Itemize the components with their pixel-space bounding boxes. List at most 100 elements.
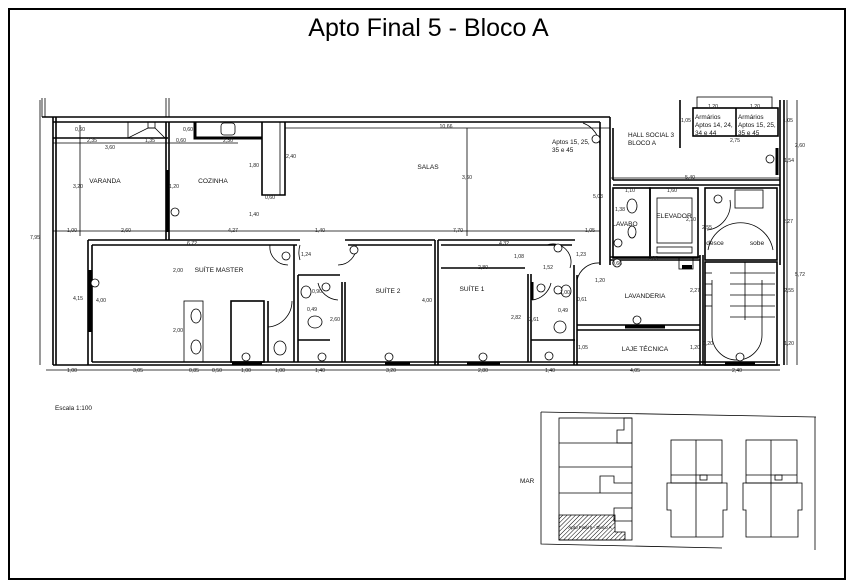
- room-salas: SALAS: [417, 164, 439, 171]
- svg-text:2,75: 2,75: [730, 138, 740, 144]
- svg-text:1,05: 1,05: [578, 345, 588, 351]
- svg-text:1,08: 1,08: [514, 254, 524, 260]
- building-1: [666, 439, 728, 538]
- highlighted-unit: [558, 514, 626, 541]
- svg-text:1,00: 1,00: [560, 290, 570, 296]
- armarios-2-title: Armários: [738, 114, 764, 121]
- room-suite-master: SUÍTE MASTER: [195, 265, 244, 274]
- svg-text:4,32: 4,32: [499, 241, 509, 247]
- svg-text:5,72: 5,72: [795, 272, 805, 278]
- svg-text:1,05: 1,05: [585, 228, 595, 234]
- svg-text:1,05: 1,05: [681, 118, 691, 124]
- svg-text:0,60: 0,60: [183, 127, 193, 133]
- room-laje-tecnica: LAJE TÉCNICA: [622, 344, 669, 353]
- sea-label: MAR: [520, 478, 535, 485]
- hall-label: HALL SOCIAL 3: [628, 132, 675, 139]
- svg-text:2,80: 2,80: [478, 368, 488, 374]
- svg-text:3,20: 3,20: [73, 184, 83, 190]
- svg-text:1,20: 1,20: [595, 278, 605, 284]
- svg-text:0,49: 0,49: [307, 307, 317, 313]
- stairs-down-label: desce: [706, 240, 724, 247]
- svg-text:1,10: 1,10: [625, 188, 635, 194]
- svg-text:1,00: 1,00: [67, 228, 77, 234]
- walls: [41, 96, 785, 366]
- room-lavabo: LAVABO: [612, 221, 637, 228]
- svg-text:2,85: 2,85: [648, 256, 658, 262]
- svg-text:2,60: 2,60: [330, 317, 340, 323]
- hall-label-block: BLOCO A: [628, 140, 657, 147]
- stairs-up-label: sobe: [750, 240, 765, 247]
- svg-text:2,00: 2,00: [173, 328, 183, 334]
- room-varanda: VARANDA: [89, 178, 121, 185]
- svg-text:1,20: 1,20: [784, 341, 794, 347]
- svg-text:1,40: 1,40: [545, 368, 555, 374]
- svg-text:1,20: 1,20: [750, 104, 760, 110]
- opening-tags: [90, 134, 775, 362]
- drawing-frame: [8, 8, 846, 580]
- scale-label: Escala 1:100: [55, 405, 92, 412]
- svg-text:2,00: 2,00: [173, 268, 183, 274]
- svg-text:1,52: 1,52: [543, 265, 553, 271]
- highlight-label: Apto Final 5 - Bloco A: [568, 525, 611, 530]
- svg-text:2,60: 2,60: [795, 143, 805, 149]
- svg-text:5,03: 5,03: [593, 194, 603, 200]
- svg-text:0,90: 0,90: [312, 289, 322, 295]
- svg-text:4,05: 4,05: [630, 368, 640, 374]
- svg-text:2,60: 2,60: [121, 228, 131, 234]
- svg-text:0,60: 0,60: [176, 138, 186, 144]
- armarios-1-title: Armários: [695, 114, 721, 121]
- svg-text:6,72: 6,72: [187, 241, 197, 247]
- svg-text:3,60: 3,60: [462, 175, 472, 181]
- svg-text:4,15: 4,15: [73, 296, 83, 302]
- room-cozinha: COZINHA: [198, 178, 228, 185]
- svg-text:2,40: 2,40: [732, 368, 742, 374]
- svg-text:1,40: 1,40: [249, 212, 259, 218]
- armarios-1-line2: 34 e 44: [695, 130, 717, 137]
- building-2: [742, 439, 803, 538]
- svg-text:2,55: 2,55: [702, 225, 712, 231]
- svg-text:2,35: 2,35: [87, 138, 97, 144]
- aptos-door-note-2: 35 e 45: [552, 147, 574, 154]
- svg-text:2,40: 2,40: [286, 154, 296, 160]
- svg-text:1,80: 1,80: [249, 163, 259, 169]
- room-suite-2: SUÍTE 2: [376, 286, 401, 295]
- armarios-2-line1: Aptos 15, 25,: [738, 122, 776, 129]
- svg-text:1,20: 1,20: [690, 345, 700, 351]
- svg-text:1,40: 1,40: [315, 368, 325, 374]
- svg-text:1,35: 1,35: [145, 138, 155, 144]
- svg-text:1,60: 1,60: [667, 188, 677, 194]
- svg-text:0,50: 0,50: [212, 368, 222, 374]
- svg-text:7,95: 7,95: [30, 235, 40, 241]
- svg-text:0,49: 0,49: [558, 308, 568, 314]
- svg-text:2,80: 2,80: [478, 265, 488, 271]
- svg-text:1,23: 1,23: [576, 252, 586, 258]
- key-plan: Apto Final 5 - Bloco A MAR: [520, 411, 817, 550]
- svg-text:1,05: 1,05: [783, 118, 793, 124]
- room-labels: VARANDA COZINHA SALAS SUÍTE MASTER SUÍTE…: [89, 114, 776, 353]
- drawing-title: Apto Final 5 - Bloco A: [308, 14, 549, 42]
- room-elevador: ELEVADOR: [656, 213, 692, 220]
- svg-text:1,38: 1,38: [615, 207, 625, 213]
- armarios-1-line1: Aptos 14, 24,: [695, 122, 733, 129]
- svg-text:0,85: 0,85: [189, 368, 199, 374]
- svg-text:2,82: 2,82: [511, 315, 521, 321]
- svg-text:3,60: 3,60: [105, 145, 115, 151]
- svg-text:2,27: 2,27: [690, 288, 700, 294]
- svg-text:2,30: 2,30: [223, 138, 233, 144]
- svg-text:1,00: 1,00: [275, 368, 285, 374]
- svg-text:1,20: 1,20: [708, 104, 718, 110]
- armarios-2-line2: 35 e 45: [738, 130, 760, 137]
- svg-text:2,55: 2,55: [784, 288, 794, 294]
- dimension-lines: [39, 100, 798, 371]
- svg-text:4,00: 4,00: [422, 298, 432, 304]
- svg-text:4,00: 4,00: [96, 298, 106, 304]
- aptos-door-note: Aptos 15, 25,: [552, 139, 590, 146]
- svg-text:1,40: 1,40: [315, 228, 325, 234]
- svg-text:1,24: 1,24: [301, 252, 311, 258]
- svg-text:3,05: 3,05: [133, 368, 143, 374]
- room-suite-1: SUÍTE 1: [460, 284, 485, 293]
- svg-text:0,60: 0,60: [75, 127, 85, 133]
- svg-text:5,40: 5,40: [685, 175, 695, 181]
- svg-text:0,60: 0,60: [265, 195, 275, 201]
